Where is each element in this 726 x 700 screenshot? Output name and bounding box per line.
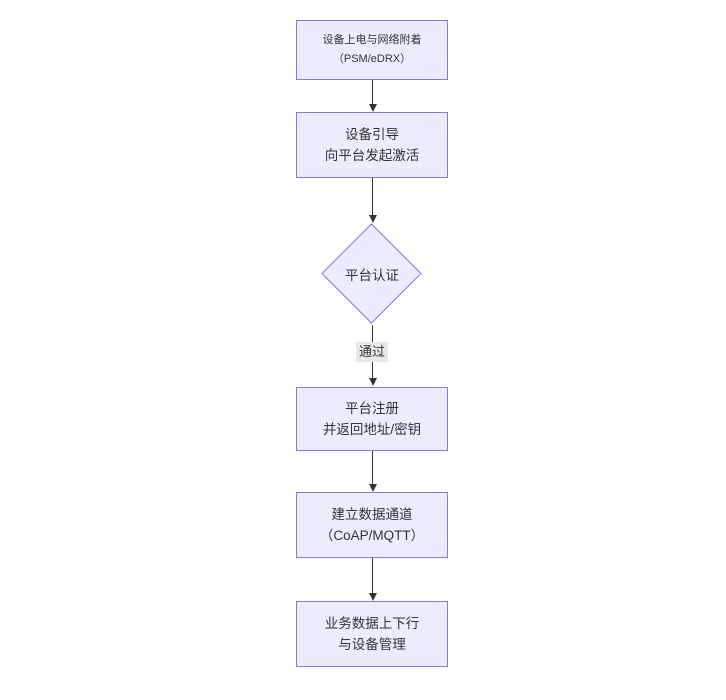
node-bootstrap: 设备引导 向平台发起激活: [296, 112, 448, 178]
node-label-line: 向平台发起激活: [324, 148, 420, 163]
node-label-line: 平台认证: [345, 268, 399, 283]
arrow-shaft: [372, 451, 373, 485]
arrowhead-down-icon: [368, 484, 377, 492]
node-label-line: 设备引导: [345, 127, 399, 142]
arrowhead-down-icon: [368, 593, 377, 601]
node-label-line: 平台注册: [345, 401, 399, 416]
node-label-line: 并返回地址/密钥: [322, 422, 422, 437]
arrowhead-down-icon: [368, 215, 377, 223]
arrowhead-down-icon: [368, 104, 377, 112]
arrowhead-down-icon: [368, 378, 377, 386]
node-business: 业务数据上下行 与设备管理: [296, 601, 448, 667]
arrow-shaft: [372, 558, 373, 594]
arrow-shaft: [372, 80, 373, 105]
node-auth-decision: 平台认证: [321, 223, 423, 325]
node-power-attach: 设备上电与网络附着 （PSM/eDRX）: [296, 20, 448, 80]
node-label-line: 与设备管理: [338, 637, 406, 652]
node-data-channel: 建立数据通道 （CoAP/MQTT）: [296, 492, 448, 558]
node-label-line: （CoAP/MQTT）: [319, 528, 425, 543]
node-label-line: 设备上电与网络附着: [322, 34, 422, 46]
arrow-shaft: [372, 178, 373, 216]
edge-label-pass: 通过: [355, 342, 389, 362]
node-label-line: （PSM/eDRX）: [332, 53, 412, 65]
node-label-line: 业务数据上下行: [324, 616, 420, 631]
node-label-line: 建立数据通道: [331, 507, 413, 522]
node-register: 平台注册 并返回地址/密钥: [296, 387, 448, 451]
